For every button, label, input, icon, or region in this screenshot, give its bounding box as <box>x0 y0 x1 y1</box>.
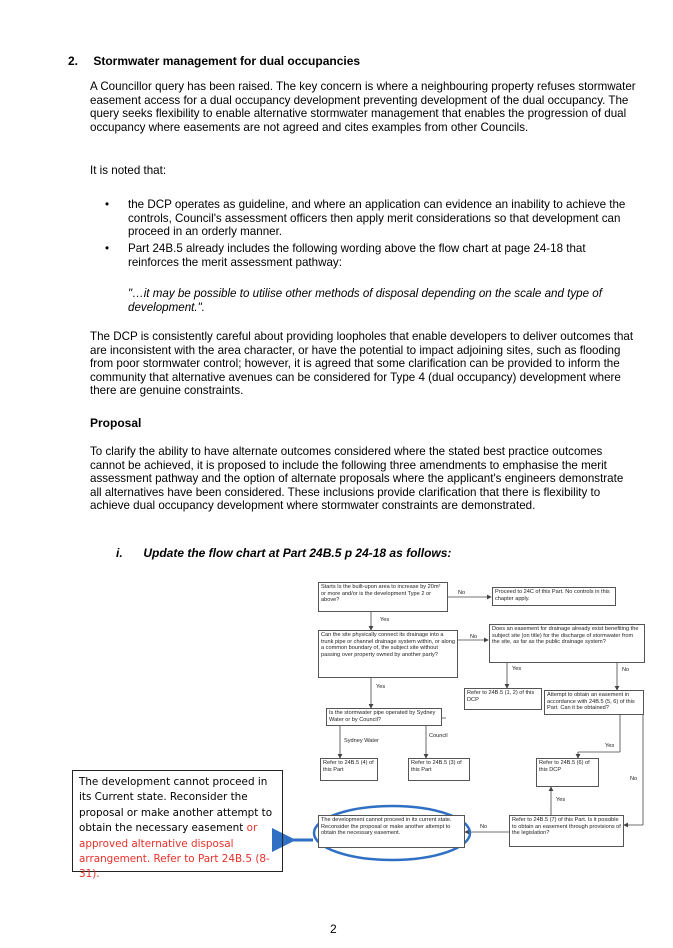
flow-label-no: No <box>622 667 630 673</box>
flow-label-yes: Yes <box>605 743 615 749</box>
flow-no-controls-box: Proceed to 24C of this Part. No controls… <box>492 587 616 606</box>
flow-refer-6-box: Refer to 24B.5 (6) of this DCP <box>536 758 599 787</box>
flow-cannot-proceed-box: The development cannot proceed in its cu… <box>318 815 465 848</box>
flow-label-council: Council <box>429 733 448 739</box>
flow-label-yes: Yes <box>380 617 390 623</box>
bullet-text: Part 24B.5 already includes the followin… <box>128 242 586 269</box>
flow-operated-box: Is the stormwater pipe operated by Sydne… <box>326 708 442 726</box>
bullet-dot: • <box>105 242 110 255</box>
flow-refer-12-box: Refer to 24B.5 (1, 2) of this DCP <box>464 688 542 710</box>
flow-label-no: No <box>630 776 638 782</box>
proposal-paragraph: To clarify the ability to have alternate… <box>90 445 624 513</box>
flow-label-no: No <box>458 590 466 596</box>
page-number: 2 <box>330 922 337 936</box>
flow-connect-box: Can the site physically connect its drai… <box>318 630 458 678</box>
proposal-heading: Proposal <box>90 416 142 430</box>
flow-refer-4-box: Refer to 24B.5 (4) of this Part <box>320 758 378 781</box>
bullet-dot: • <box>105 198 110 211</box>
flow-refer-3-box: Refer to 24B.5 (3) of this Part <box>408 758 470 781</box>
flow-attempt-box: Attempt to obtain an easement in accorda… <box>544 690 644 715</box>
noted-line: It is noted that: <box>90 164 167 177</box>
flow-easement-exist-box: Does an easement for drainage already ex… <box>489 624 645 663</box>
dcp-paragraph: The DCP is consistently careful about pr… <box>90 330 634 398</box>
flow-label-no: No <box>480 824 488 830</box>
section-number: 2. <box>68 54 79 68</box>
flow-refer-7-box: Refer to 24B.5 (7) of this Part. Is it p… <box>509 815 624 847</box>
flow-label-yes: Yes <box>376 684 386 690</box>
flow-label-yes: Yes <box>512 666 522 672</box>
step-heading: i. Update the flow chart at Part 24B.5 p… <box>116 546 451 560</box>
intro-paragraph: A Councillor query has been raised. The … <box>90 80 636 134</box>
step-numeral: i. <box>116 546 123 560</box>
quote-text: "…it may be possible to utilise other me… <box>128 287 602 314</box>
flow-label-no: No <box>470 634 478 640</box>
callout-amendment-text: or approved alternative disposal arrange… <box>79 822 270 881</box>
step-text: Update the flow chart at Part 24B.5 p 24… <box>143 546 452 560</box>
section-title: Stormwater management for dual occupanci… <box>93 54 361 68</box>
amendment-callout: The development cannot proceed in its Cu… <box>72 770 283 880</box>
flow-label-sydney-water: Sydney Water <box>344 738 379 744</box>
flow-label-yes: Yes <box>556 797 566 803</box>
flow-start-box: Starts Is the built-upon area to increas… <box>318 582 448 612</box>
section-heading: 2. Stormwater management for dual occupa… <box>68 54 360 68</box>
bullet-text: the DCP operates as guideline, and where… <box>128 198 626 239</box>
callout-text: The development cannot proceed in its Cu… <box>79 776 273 835</box>
